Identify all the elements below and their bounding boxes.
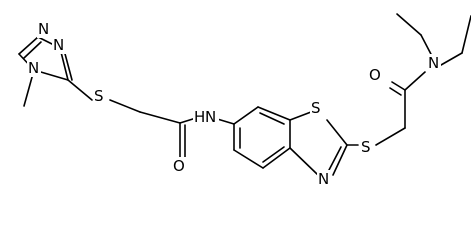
atom-label-background [52, 36, 66, 54]
atom-label-s: S [94, 87, 104, 105]
atom-label-background [368, 66, 383, 84]
atom-label-background [310, 99, 324, 117]
atom-nh-amide: H N [193, 108, 219, 126]
atom-label-o: O [369, 66, 381, 84]
atom-label-background [37, 20, 51, 38]
atom-s-thioether-right: S [360, 138, 374, 156]
atom-label-n: N [53, 36, 64, 54]
atom-label-n: N [428, 54, 439, 72]
atom-label-background [172, 157, 187, 175]
atom-label-n: N [38, 20, 49, 38]
atom-label-n: N [318, 170, 329, 188]
atom-label-n: N [205, 108, 216, 126]
molecule-structure: N N N S O H N S N [18, 13, 471, 188]
atom-label-s: S [361, 138, 371, 156]
atom-o-amide-left: O [172, 157, 187, 175]
atom-label-background [93, 87, 107, 105]
atom-n-triazole-1: N [37, 20, 51, 38]
atom-n-benzothiazole: N [317, 170, 331, 188]
atom-s-benzothiazole: S [310, 99, 324, 117]
atom-n-triazole-2: N [52, 36, 66, 54]
atom-label-background [27, 59, 41, 77]
atom-label-background [317, 170, 331, 188]
atom-label-background [360, 138, 374, 156]
atom-label-o: O [173, 157, 185, 175]
atom-labels: N N N S O H N S N [27, 20, 441, 188]
atom-label-h: H [194, 108, 205, 126]
bond-lines [18, 13, 471, 176]
atom-label-background [193, 108, 219, 126]
atom-n-diethyl: N [427, 54, 441, 72]
atom-n-triazole-4: N [27, 59, 41, 77]
atom-label-n: N [28, 59, 39, 77]
atom-s-thioether-left: S [93, 87, 107, 105]
atom-label-s: S [311, 99, 321, 117]
atom-label-background [427, 54, 441, 72]
atom-o-amide-right: O [368, 66, 383, 84]
